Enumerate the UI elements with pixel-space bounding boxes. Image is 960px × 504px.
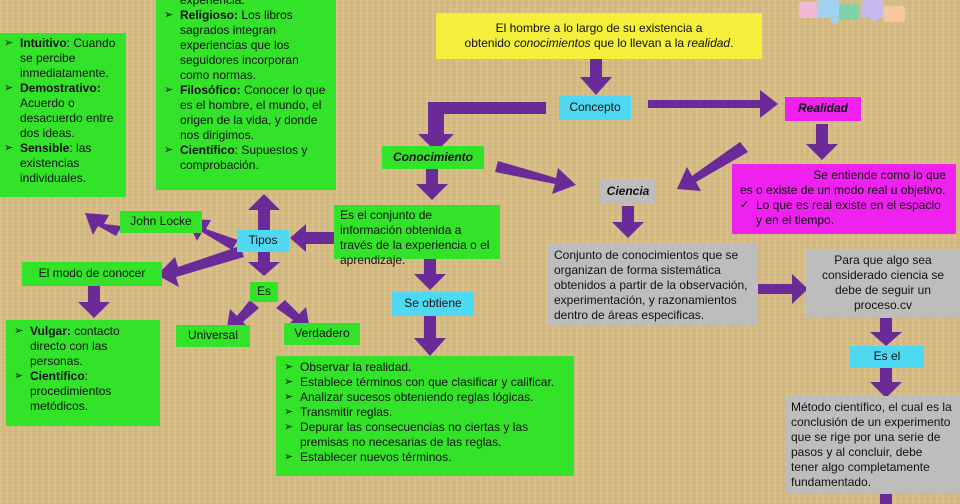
metodo-box: Método científico, el cual es la conclus… (785, 396, 959, 494)
se-obtiene-node: Se obtiene (392, 292, 474, 316)
arrow-top-down (580, 57, 612, 95)
arrow-tipos-up (248, 194, 280, 230)
arrow-def-seobtiene (414, 258, 446, 290)
verdadero-node: Verdadero (284, 323, 360, 345)
arrow-def-tipos (290, 224, 334, 252)
arrow-concepto-left (418, 102, 546, 152)
modo-item-vulgar: Vulgar: contacto directo con las persona… (14, 324, 152, 369)
arrow-modo-down (78, 286, 110, 318)
arrow-seobtiene-down (414, 316, 446, 356)
puzzle-pieces-icon (799, 0, 905, 24)
ciencia-node: Ciencia (600, 180, 656, 203)
modo-types-box: Vulgar: contacto directo con las persona… (6, 320, 160, 426)
conocimiento-definition: Es el conjunto de información obtenida a… (334, 205, 500, 267)
arrow-conocimiento-ciencia (495, 161, 576, 194)
obtiene-item: Establecer nuevos términos. (284, 450, 566, 465)
intro-line-2: obtenido conocimientos que lo llevan a l… (464, 36, 734, 50)
realidad-label: Realidad (797, 101, 848, 115)
arrow-tipos-es (248, 250, 280, 276)
tipos-item-filosofico: Filosófico: Conocer lo que es el hombre,… (164, 83, 330, 143)
locke-types-box: Intuitivo: Cuando se percibe inmediatame… (0, 33, 126, 197)
john-locke-node: John Locke (120, 211, 202, 233)
es-el-node: Es el (850, 346, 924, 368)
proceso-box: Para que algo sea considerado ciencia se… (806, 250, 960, 318)
realidad-def-line-2: es o existe de un modo real u objetivo. (740, 183, 946, 197)
conocimiento-node: Conocimiento (382, 146, 484, 169)
universal-node: Universal (176, 325, 250, 347)
intro-box: El hombre a lo largo de su existencia a … (436, 13, 762, 59)
arrow-locke-box (85, 213, 122, 236)
locke-item-sensible: Sensible: las existencias individuales. (4, 141, 120, 186)
realidad-def-line-1: Se entiende como lo que (813, 168, 946, 182)
realidad-def-item: Lo que es real existe en el espacio y en… (740, 198, 950, 228)
locke-item-intuitivo: Intuitivo: Cuando se percibe inmediatame… (4, 36, 120, 81)
ciencia-label: Ciencia (606, 184, 650, 198)
obtiene-item: Observar la realidad. (284, 360, 566, 375)
obtiene-item: Establece términos con que clasificar y … (284, 375, 566, 390)
obtiene-item: Analizar sucesos obteniendo reglas lógic… (284, 390, 566, 405)
obtiene-list-box: Observar la realidad. Establece términos… (276, 356, 574, 476)
modo-conocer-node: El modo de conocer (22, 262, 162, 286)
arrow-ciencia-proceso (758, 274, 808, 304)
realidad-definition: Se entiende como lo que es o existe de u… (732, 164, 956, 234)
intro-line-1: El hombre a lo largo de su existencia a (495, 21, 703, 35)
locke-item-demostrativo: Demostrativo: Acuerdo o desacuerdo entre… (4, 81, 120, 141)
realidad-node: Realidad (785, 97, 861, 121)
arrow-tipos-modo (157, 246, 244, 287)
arrow-concepto-right (648, 90, 778, 118)
arrow-realidad-down (806, 124, 838, 160)
es-node: Es (250, 282, 278, 302)
arrow-proceso-down (870, 318, 902, 346)
concepto-node: Concepto (559, 96, 631, 120)
modo-item-cientifico: Científico: procedimientos metódicos. (14, 369, 152, 414)
tipos-list-box: experiencia. Religioso: Los libros sagra… (156, 0, 336, 190)
arrow-es-universal (226, 300, 259, 333)
arrow-ciencia-down (612, 206, 644, 238)
obtiene-item: Transmitir reglas. (284, 405, 566, 420)
tipos-item-cientifico: Científico: Supuestos y comprobación. (164, 143, 330, 173)
arrow-metodo-down (880, 492, 892, 504)
arrow-realidad-ciencia (677, 142, 748, 191)
tipos-list-first: experiencia. (180, 0, 245, 7)
arrow-esel-down (870, 368, 902, 398)
conocimiento-label: Conocimiento (393, 150, 473, 164)
tipos-item-religioso: Religioso: Los libros sagrados integran … (164, 8, 330, 83)
ciencia-definition: Conjunto de conocimientos que se organiz… (548, 244, 758, 326)
tipos-node: Tipos (237, 230, 289, 252)
arrow-conocimiento-down (416, 168, 448, 200)
obtiene-item: Depurar las consecuencias no ciertas y l… (284, 420, 566, 450)
